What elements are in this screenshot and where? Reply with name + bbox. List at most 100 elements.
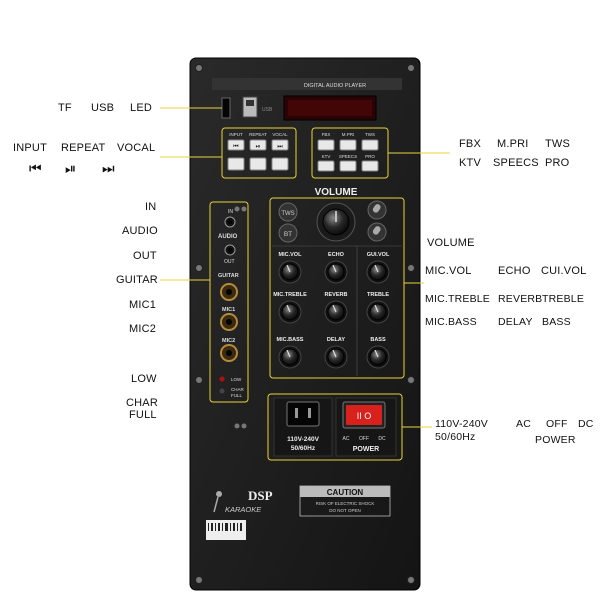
callout-input: INPUT [13,142,47,154]
ac-power-socket[interactable] [286,401,320,427]
callout-audio: AUDIO [122,225,158,237]
panel-button-fbx[interactable] [317,139,335,151]
callout-pro: PRO [545,157,570,169]
tf-slot[interactable] [221,97,231,119]
panel-button-m-pri[interactable] [339,139,357,151]
knob-label-mic-vol: MIC.VOL [279,252,303,258]
tws-icon: TWS [278,202,298,222]
panel-button-speecs[interactable] [339,160,357,172]
callout-micbass: MIC.BASS [425,316,477,328]
switch-pos-off: OFF [359,436,369,442]
panel-button-repeat[interactable]: ⏯ [249,139,267,151]
mic2-jack[interactable] [220,344,238,362]
left-button-group [221,127,297,179]
dsp-label: DSP [248,488,273,503]
mic-icon [367,200,387,220]
knob-label-gui-vol: GUI.VOL [367,252,390,258]
ac-input-voltage: 110V-240V [287,436,319,443]
panel-button-lower-1[interactable] [227,157,245,171]
callout-out: OUT [133,250,157,262]
ac-input-frequency: 50/60Hz [291,445,316,452]
panel-button-lower-3[interactable] [271,157,289,171]
callout-ktv: KTV [459,157,481,169]
audio-in-jack[interactable] [224,216,236,228]
panel-label-ktv: KTV [322,154,331,159]
callout-echo: ECHO [498,265,531,277]
knob-gui-vol[interactable] [366,260,390,284]
next-icon: ⏭ [277,143,283,150]
guitar-label: GUITAR [218,273,239,279]
in-label: IN [228,209,233,215]
knob-echo[interactable] [324,260,348,284]
knob-bass[interactable] [366,345,390,369]
previous-icon: ⏮ [233,143,239,150]
power-label: POWER [353,446,379,453]
callout-fbx: FBX [459,138,481,150]
callout-freq: 50/60Hz [435,431,476,443]
panel-label-tws: TWS [365,132,375,137]
panel-button-input[interactable]: ⏮ [227,139,245,151]
callout-vocal: VOCAL [117,142,156,154]
play-pause-icon: ⏯ [65,160,77,176]
guitar-jack[interactable] [220,283,238,301]
mic1-label: MIC1 [222,307,235,313]
knob-label-delay: DELAY [327,337,345,343]
master-volume-knob[interactable] [316,202,356,242]
panel-button-vocal[interactable]: ⏭ [271,139,289,151]
callout-mic1: MIC1 [129,299,157,311]
karaoke-mic-logo [213,491,222,513]
panel-button-ktv[interactable] [317,160,335,172]
panel-button-pro[interactable] [361,160,379,172]
panel-label-vocal: VOCAL [272,132,288,137]
callout-tws: TWS [545,138,571,150]
mounting-screws [195,64,415,584]
caution-line1: RISK OF ELECTRIC SHOCK [316,501,375,506]
callout-tf: TF [58,102,72,114]
callout-mictreble: MIC.TREBLE [425,293,491,305]
callout-cuivol: CUI.VOL [541,265,587,277]
out-label: OUT [224,259,235,265]
knob-mic-vol[interactable] [278,260,302,284]
callout-bass: BASS [542,316,571,328]
knob-reverb[interactable] [324,300,348,324]
callout-reverb: REVERB [498,293,543,305]
knob-mic-treble[interactable] [278,300,302,324]
callout-repeat: REPEAT [61,142,106,154]
knob-label-echo: ECHO [328,252,345,258]
callout-dc: DC [578,418,594,430]
previous-icon: ⏮ [29,160,42,176]
svg-text:BT: BT [284,231,292,238]
panel-label-pro: PRO [365,154,375,159]
usb-port-label: USB [262,107,273,113]
knob-treble[interactable] [366,300,390,324]
audio-out-jack[interactable] [224,244,236,256]
low-battery-led [219,376,225,382]
panel-button-lower-2[interactable] [249,157,267,171]
panel-button-tws[interactable] [361,139,379,151]
callout-speecs: SPEECS [493,157,539,169]
volume-label: VOLUME [315,187,358,198]
full-label: FULL [231,393,243,398]
char-label: CHAR [231,387,245,392]
caution-title: CAUTION [327,488,364,497]
callout-full: FULL [129,409,157,421]
callout-ac: AC [516,418,531,430]
bluetooth-icon: BT [278,223,298,243]
knob-mic-bass[interactable] [278,345,302,369]
mic1-jack[interactable] [220,313,238,331]
power-switch[interactable]: II O [342,401,386,429]
svg-text:II O: II O [357,411,372,421]
callout-low: LOW [131,373,157,385]
play-pause-icon: ⏯ [256,143,261,150]
audio-label: AUDIO [218,234,238,240]
panel-label-repeat: REPEAT [249,132,267,137]
svg-text:TWS: TWS [281,211,294,217]
knob-label-mic-bass: MIC.BASS [277,337,304,343]
panel-label-input: INPUT [229,132,243,137]
knob-label-bass: BASS [370,337,386,343]
mic-icon-2 [367,222,387,242]
mic2-label: MIC2 [222,338,235,344]
panel-label-speecs: SPEECS [339,154,357,159]
knob-delay[interactable] [324,345,348,369]
